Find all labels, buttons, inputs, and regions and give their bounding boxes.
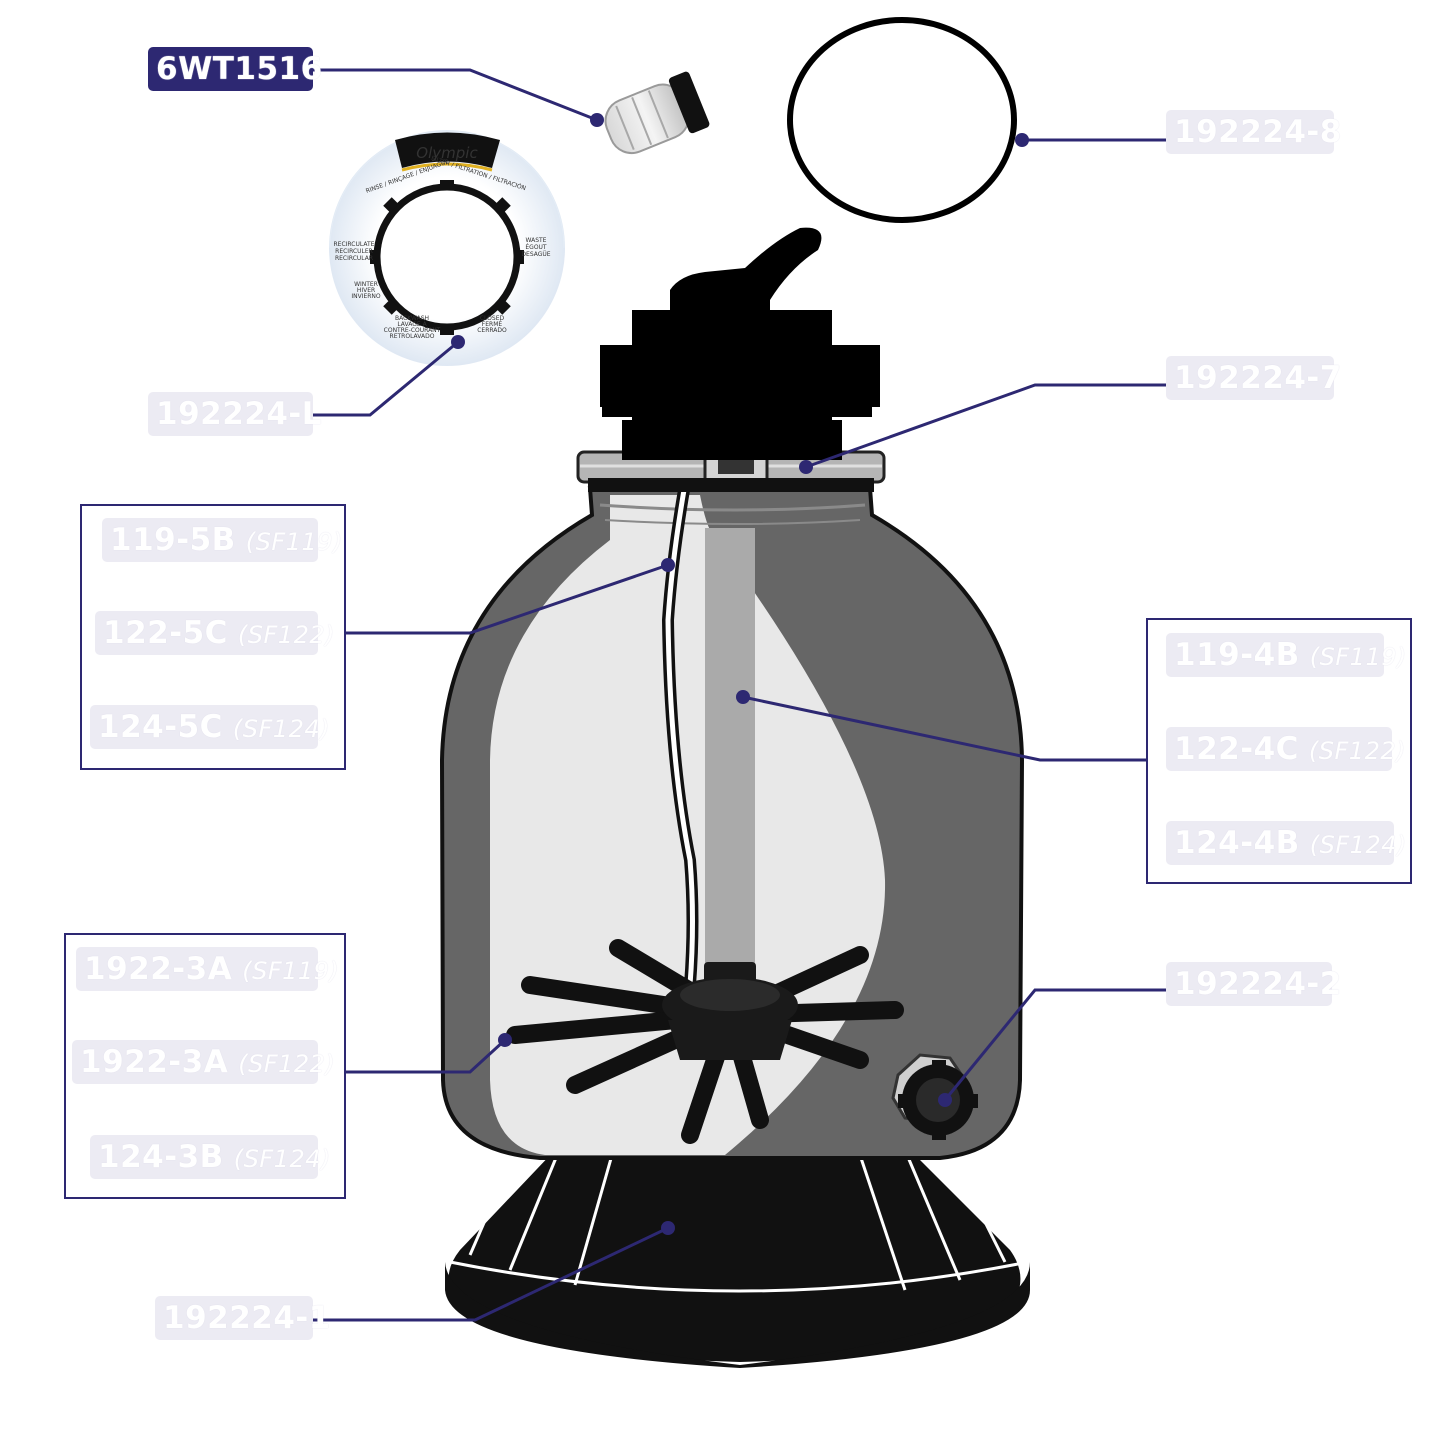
label-base[interactable]: 192224-1 (155, 1296, 330, 1340)
svg-text:RECIRCULAR: RECIRCULAR (335, 255, 373, 262)
label-drain-cap[interactable]: 192224-2 (1166, 962, 1341, 1006)
dial-backwash-text: BACKWASH LAVAGE À CONTRE-COURANT RETROLA… (384, 315, 441, 340)
leader-lines (312, 68, 1166, 1322)
svg-text:WINTER: WINTER (354, 281, 378, 288)
dial-closed-text: CLOSED FERMÉ CERRADO (477, 315, 507, 334)
svg-text:CERRADO: CERRADO (477, 327, 507, 334)
dial-winter-text: WINTER HIVER INVIERNO (351, 281, 381, 300)
label-standpipe-sf122[interactable]: 122-4C(SF122) (1166, 727, 1405, 771)
svg-text:CLOSED: CLOSED (480, 315, 505, 322)
label-air-tube-sf122[interactable]: 122-5C(SF122) (95, 611, 334, 655)
svg-text:DESAGÜE: DESAGÜE (521, 251, 550, 258)
label-clamp[interactable]: 192224-7 (1166, 356, 1341, 400)
svg-text:INVIERNO: INVIERNO (351, 293, 381, 300)
svg-text:RECIRCULER: RECIRCULER (335, 248, 373, 255)
label-laterals-sf122[interactable]: 1922-3A(SF122) (72, 1040, 335, 1084)
label-sight-glass[interactable]: 6WT1516 (148, 47, 322, 91)
svg-text:CONTRE-COURANT: CONTRE-COURANT (384, 327, 441, 334)
label-o-ring[interactable]: 192224-8 (1166, 110, 1341, 154)
sight-glass (604, 71, 710, 155)
label-air-tube-sf124[interactable]: 124-5C(SF124) (90, 705, 329, 749)
svg-text:RETROLAVADO: RETROLAVADO (390, 333, 435, 340)
base-stand (445, 1128, 1030, 1368)
label-standpipe-sf119[interactable]: 119-4B(SF119) (1166, 633, 1406, 677)
dial-label: Olympic FILTER / FILTRATION / FILTRACIÓN… (329, 130, 565, 366)
multiport-valve (600, 227, 880, 460)
label-dial[interactable]: 192224-L (148, 392, 322, 436)
tank (439, 486, 1025, 1160)
svg-text:FERMÉ: FERMÉ (482, 320, 503, 328)
svg-text:LAVAGE À: LAVAGE À (397, 321, 427, 328)
dial-waste-text: WASTE ÉGOUT DESAGÜE (521, 237, 550, 258)
dial-brand: Olympic (416, 144, 478, 162)
o-ring (787, 17, 1017, 223)
label-standpipe-sf124[interactable]: 124-4B(SF124) (1166, 821, 1406, 865)
callout-dots (451, 113, 1029, 1235)
svg-text:WASTE: WASTE (526, 237, 547, 244)
svg-text:ÉGOUT: ÉGOUT (525, 243, 547, 251)
svg-text:HIVER: HIVER (357, 287, 375, 294)
group-air-tube (80, 504, 346, 770)
label-laterals-sf119[interactable]: 1922-3A(SF119) (76, 947, 339, 991)
svg-text:RECIRCULATE: RECIRCULATE (334, 241, 375, 248)
label-air-tube-sf119[interactable]: 119-5B(SF119) (102, 518, 342, 562)
standpipe (705, 528, 755, 968)
group-laterals (64, 933, 346, 1199)
label-laterals-sf124[interactable]: 124-3B(SF124) (90, 1135, 330, 1179)
dial-recirculate-text: RECIRCULATE RECIRCULER RECIRCULAR (334, 241, 375, 262)
group-standpipe (1146, 618, 1412, 884)
svg-text:BACKWASH: BACKWASH (395, 315, 429, 322)
